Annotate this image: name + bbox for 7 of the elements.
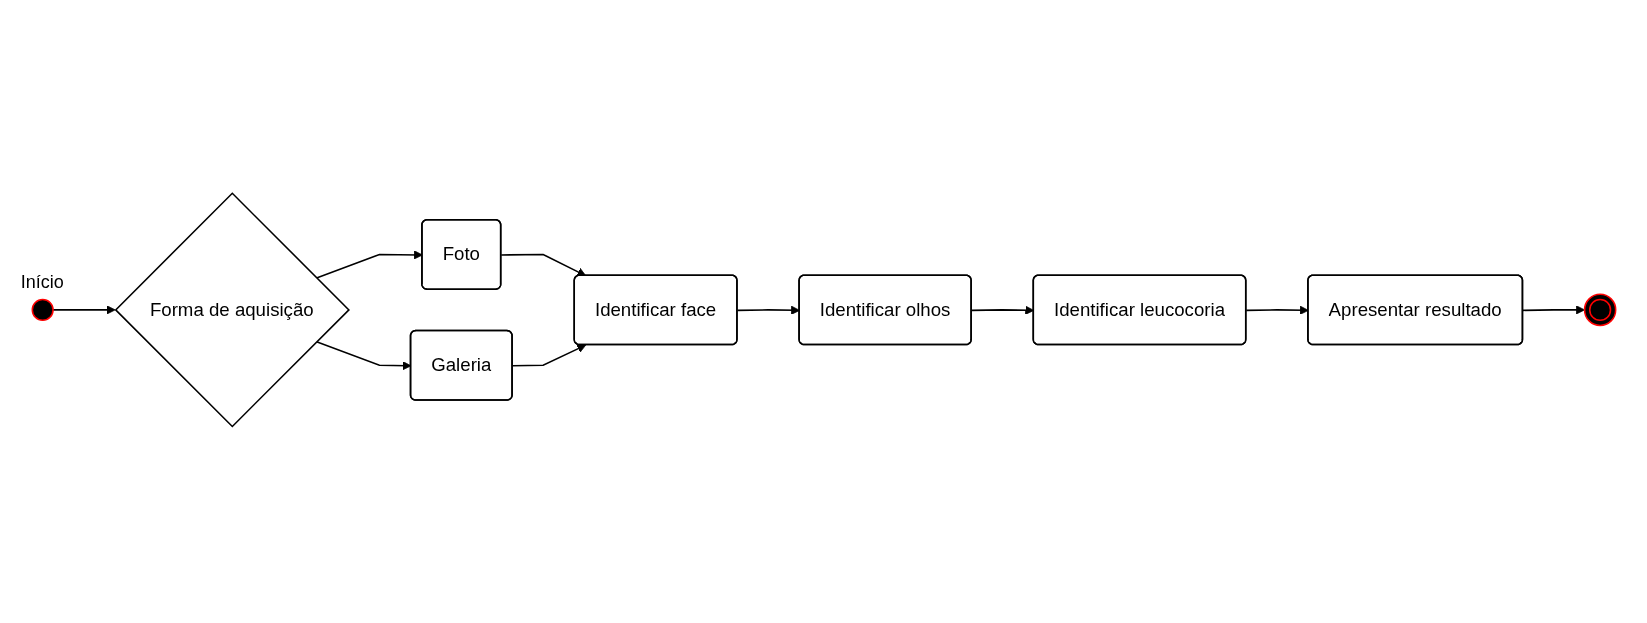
node-circle (1583, 293, 1616, 326)
arrow (511, 344, 586, 367)
start-label: Início (20, 272, 64, 294)
arrow (1521, 304, 1585, 315)
arrow (315, 340, 411, 370)
node-diamond: Forma de aquisição (114, 191, 350, 428)
node-circle (31, 298, 54, 321)
